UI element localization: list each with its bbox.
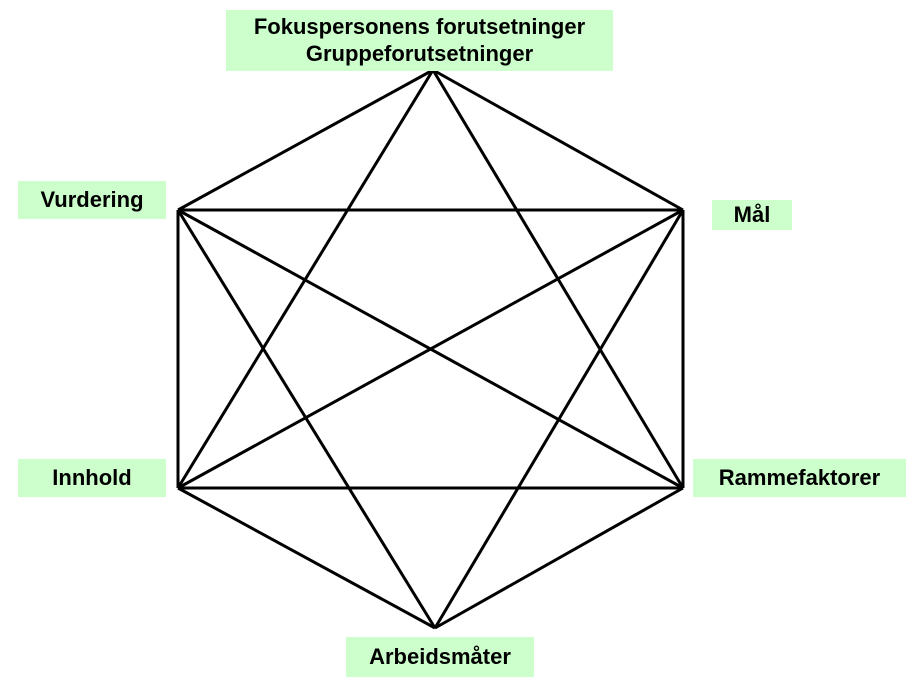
edge-bottom-upper-left	[176, 209, 437, 629]
node-label-rammefaktorer: Rammefaktorer	[693, 459, 906, 497]
edge-lower-right-bottom	[434, 486, 684, 630]
node-label-vurdering: Vurdering	[18, 181, 166, 219]
edge-upper-left-top	[177, 68, 434, 212]
node-label-top-line2: Gruppeforutsetninger	[305, 41, 534, 66]
node-label-arbeidsmater: Arbeidsmåter	[346, 637, 534, 677]
edge-top-upper-right	[432, 68, 684, 212]
edge-bottom-lower-left	[177, 486, 436, 630]
node-label-innhold: Innhold	[18, 459, 166, 497]
node-label-top-line1: Fokuspersonens forutsetninger	[253, 14, 586, 39]
edge-lower-left-upper-right	[177, 208, 684, 490]
node-label-mal: Mål	[712, 200, 792, 230]
node-label-top: Fokuspersonens forutsetninger Gruppeforu…	[226, 10, 613, 71]
